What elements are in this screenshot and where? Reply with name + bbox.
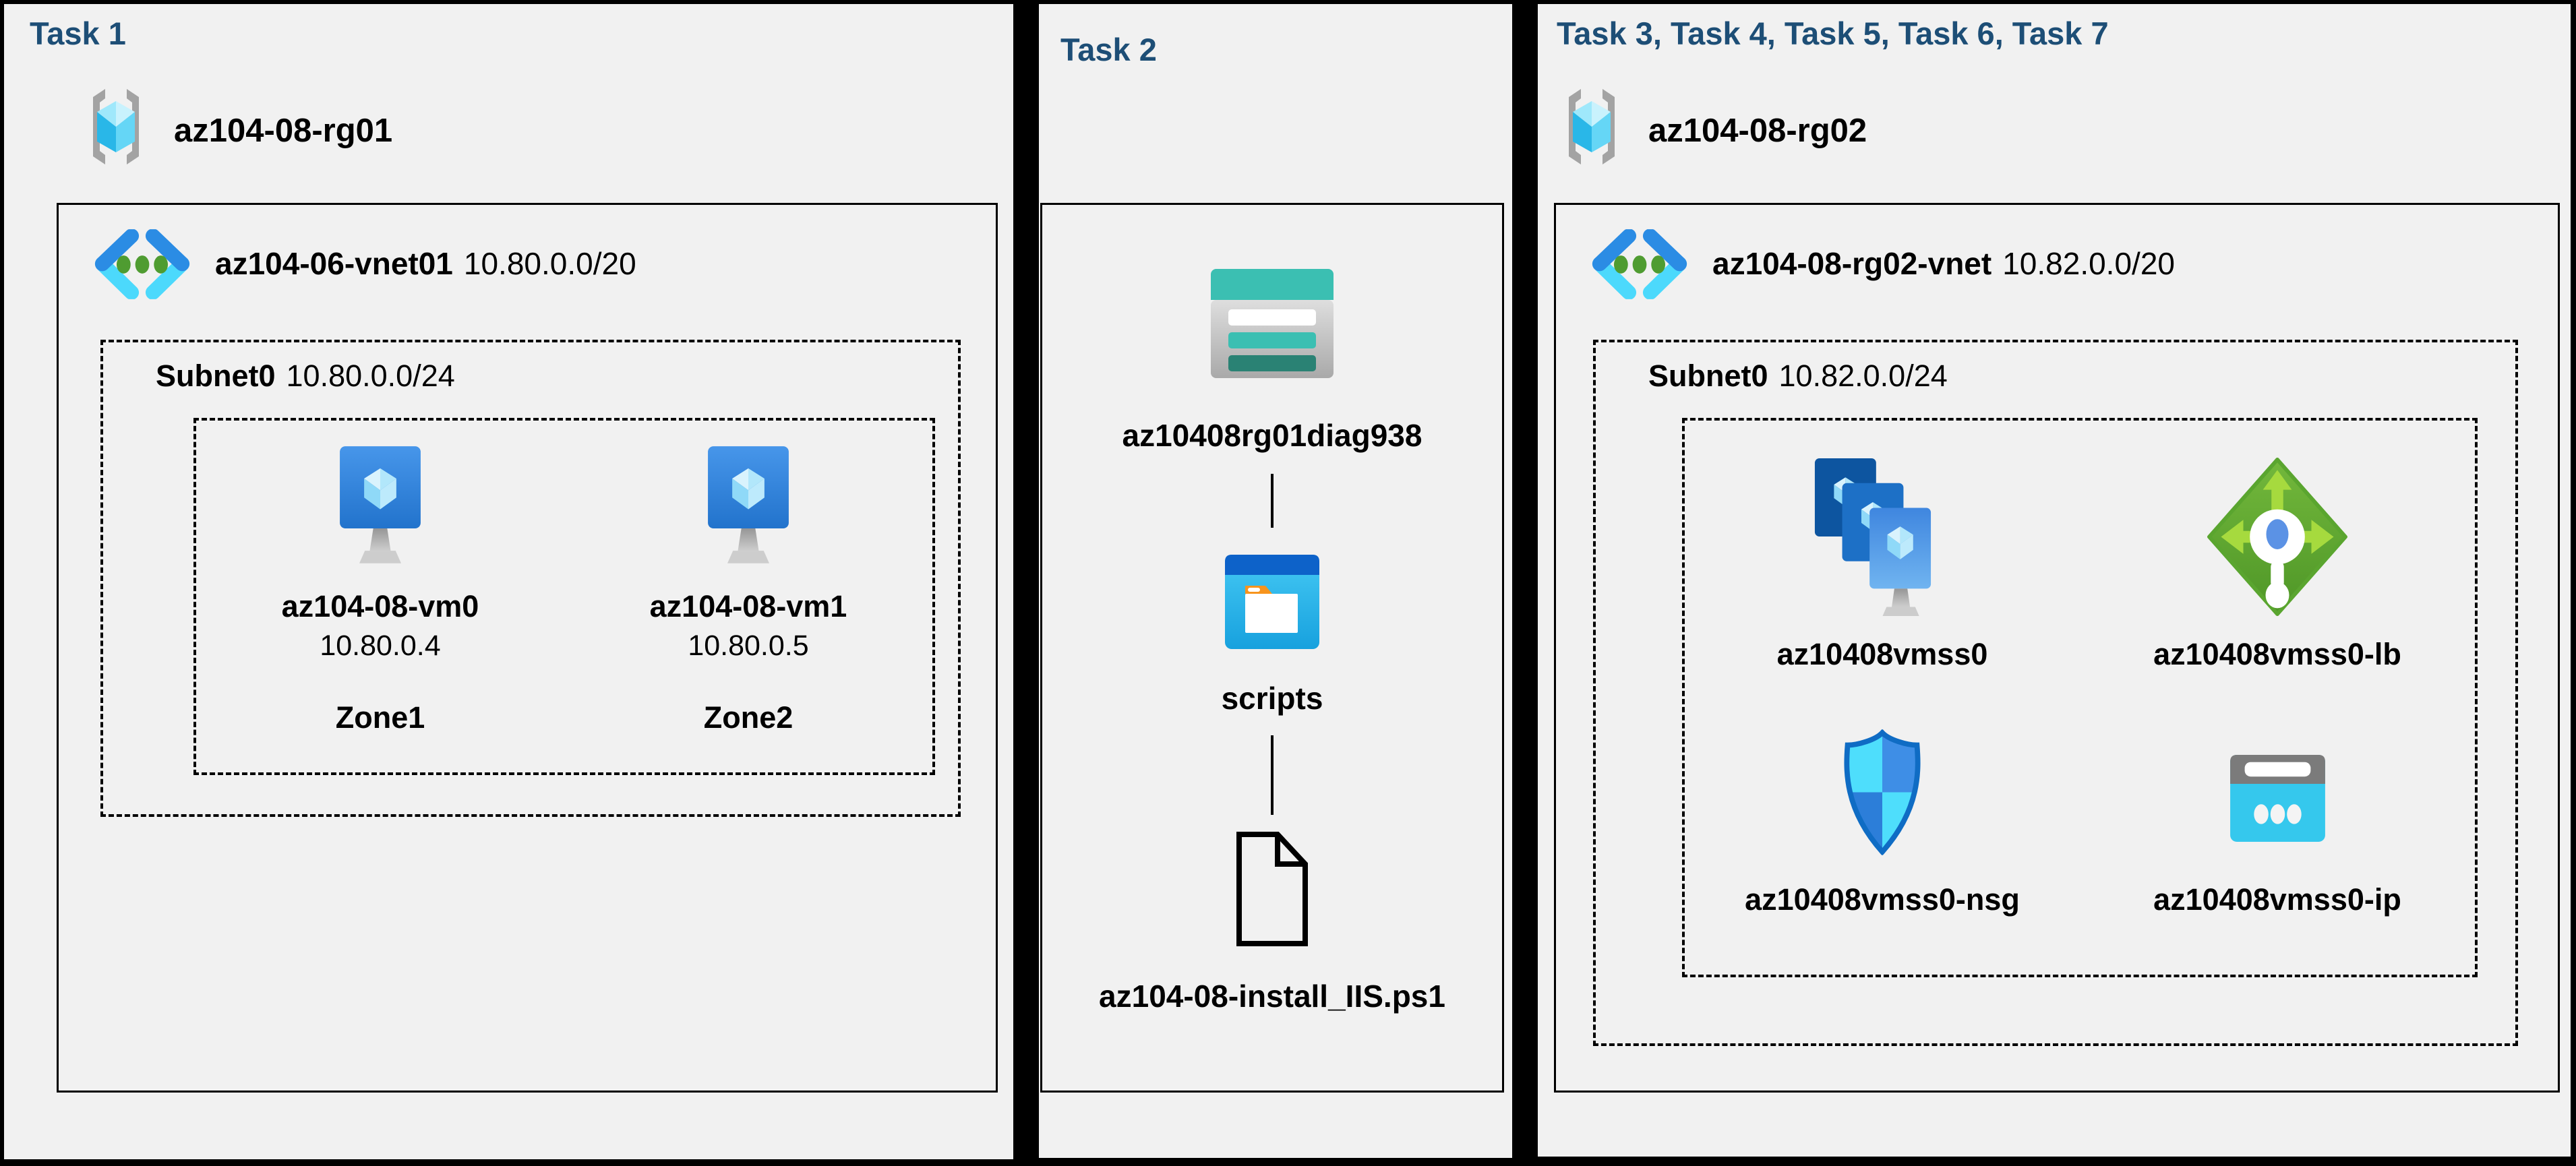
load-balancer-icon <box>2207 457 2348 617</box>
load-balancer-cell: az10408vmss0-lb <box>2080 421 2475 698</box>
vnet-cidr: 10.82.0.0/20 <box>2002 246 2175 281</box>
resource-name: az10408vmss0-lb <box>2153 637 2401 671</box>
resource-name: az10408vmss0-ip <box>2153 882 2401 917</box>
vnet-label: az104-08-rg02-vnet 10.82.0.0/20 <box>1712 245 2175 282</box>
vm1-cell: az104-08-vm1 10.80.0.5 Zone2 <box>564 421 932 772</box>
virtual-machine-icon <box>707 445 790 569</box>
vnet-label: az104-06-vnet01 10.80.0.0/20 <box>215 245 636 282</box>
vm-ip: 10.80.0.5 <box>688 630 809 662</box>
resource-name: az10408vmss0-nsg <box>1745 882 2020 917</box>
virtual-machine-icon <box>338 445 422 569</box>
blob-container-icon <box>1225 555 1319 649</box>
storage-account-name: az10408rg01diag938 <box>1122 418 1422 453</box>
resource-group-icon <box>1561 89 1623 164</box>
task2-title: Task 2 <box>1060 32 1157 67</box>
task3-panel: Task 3, Task 4, Task 5, Task 6, Task 7 a… <box>1538 4 2571 1157</box>
subnet-name: Subnet0 <box>156 359 276 393</box>
resource-group-name: az104-08-rg01 <box>174 113 393 149</box>
task1-vm-zone-box: az104-08-vm0 10.80.0.4 Zone1 az104-08-vm… <box>193 418 935 775</box>
virtual-network-icon <box>1586 229 1693 299</box>
task3-title: Task 3, Task 4, Task 5, Task 6, Task 7 <box>1557 16 2109 51</box>
task1-subnet-box: Subnet0 10.80.0.0/24 az104-08-vm0 10.80.0… <box>100 340 961 817</box>
vnet-cidr: 10.80.0.0/20 <box>463 246 636 281</box>
resource-group-icon <box>85 89 147 164</box>
subnet-name: Subnet0 <box>1648 359 1768 393</box>
virtual-network-icon <box>89 229 196 299</box>
script-file-name: az104-08-install_IIS.ps1 <box>1099 979 1445 1014</box>
vmss-icon <box>1814 457 1952 617</box>
vm0-cell: az104-08-vm0 10.80.0.4 Zone1 <box>196 421 564 772</box>
storage-account-icon <box>1211 269 1334 378</box>
nsg-cell: az10408vmss0-nsg <box>1685 698 2080 975</box>
connector-line <box>1271 735 1274 815</box>
subnet-cidr: 10.80.0.0/24 <box>286 359 455 393</box>
vm-ip: 10.80.0.4 <box>320 630 441 662</box>
vm-name: az104-08-vm0 <box>281 589 479 623</box>
task1-title: Task 1 <box>30 16 126 51</box>
network-security-group-icon <box>1836 729 1928 855</box>
vm-zone: Zone1 <box>335 700 425 735</box>
vm-name: az104-08-vm1 <box>649 589 847 623</box>
resource-name: az10408vmss0 <box>1776 637 1988 671</box>
task3-subnet-box: Subnet0 10.82.0.0/24 az10408vmss0 az10408… <box>1593 340 2518 1046</box>
subnet-cidr: 10.82.0.0/24 <box>1778 359 1948 393</box>
task1-vnet-box: az104-06-vnet01 10.80.0.0/20 Subnet0 10.80… <box>57 203 998 1093</box>
subnet-label: Subnet0 10.80.0.0/24 <box>156 359 455 394</box>
task1-panel: Task 1 az104-08-rg01 az104-06-vnet01 10.8… <box>4 4 1013 1159</box>
subnet-label: Subnet0 10.82.0.0/24 <box>1648 359 1948 394</box>
vm-zone: Zone2 <box>703 700 793 735</box>
vnet-name: az104-08-rg02-vnet <box>1712 246 1992 281</box>
task2-box: az10408rg01diag938 scripts az104-08-inst… <box>1040 203 1504 1093</box>
connector-line <box>1271 474 1274 528</box>
task2-panel: Task 2 az10408rg01diag938 scripts az104-… <box>1039 4 1512 1158</box>
file-icon <box>1234 830 1310 948</box>
public-ip-cell: az10408vmss0-ip <box>2080 698 2475 975</box>
vmss-cell: az10408vmss0 <box>1685 421 2080 698</box>
resource-group-name: az104-08-rg02 <box>1648 113 1867 149</box>
public-ip-icon <box>2229 754 2327 843</box>
vnet-name: az104-06-vnet01 <box>215 246 453 281</box>
container-name: scripts <box>1221 681 1323 716</box>
task3-vnet-box: az104-08-rg02-vnet 10.82.0.0/20 Subnet0 10… <box>1554 203 2560 1093</box>
task2-stack: az10408rg01diag938 scripts az104-08-inst… <box>1042 205 1502 1091</box>
task3-resources-box: az10408vmss0 az10408vmss0-lb az10408vmss… <box>1682 418 2478 977</box>
